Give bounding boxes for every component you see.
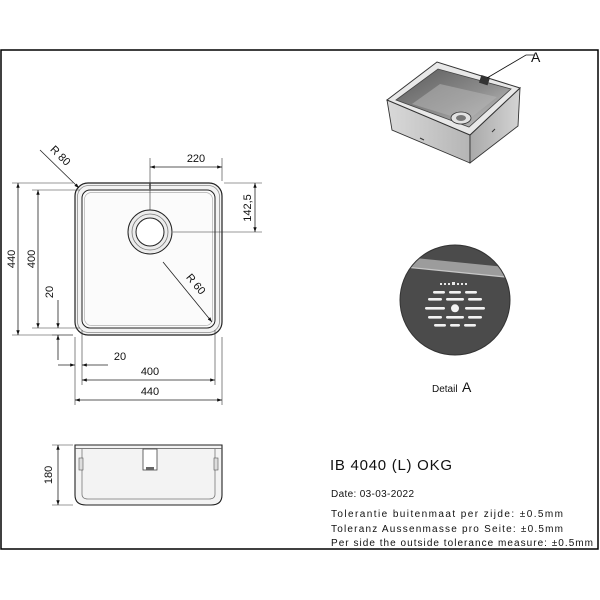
detail-view: Detail A [399,244,511,395]
inner-bowl-outline [81,189,216,329]
rim-edge-line [77,185,220,333]
top-view: 220 142,5 R 80 R 60 440 400 20 [6,144,262,405]
drain-offset-y-label: 142,5 [242,194,254,222]
outer-radius-label: R 80 [47,144,72,169]
detail-rim-band [400,256,510,278]
drawing-frame [0,49,599,550]
inner-length-label: 400 [26,250,38,268]
drain-offset-x-label: 220 [187,153,205,165]
bowl-wall-line [84,192,213,326]
detail-marker-letter: A [531,49,541,65]
detail-caption-label: Detail [432,384,458,395]
rim-width-bottom-label: 20 [114,351,126,363]
side-clip-left [78,457,84,471]
title-block: IB 4040 (L) OKG Date: 03-03-2022 Toleran… [330,457,593,549]
tolerance-note-de: Toleranz Aussenmasse pro Seite: ±0.5mm [331,524,563,535]
side-drain-body [142,448,158,471]
outer-length-label: 440 [6,250,18,268]
drawing-date: Date: 03-03-2022 [331,489,414,500]
side-inner-wall [81,449,216,500]
tolerance-note-nl: Tolerantie buitenmaat per zijde: ±0.5mm [331,509,563,520]
tolerance-note-en: Per side the outside tolerance measure: … [331,538,593,549]
rim-width-left-label: 20 [44,286,56,298]
side-view: 180 [43,444,223,506]
leader-outer-radius [39,149,80,189]
drain-hole [135,217,165,247]
side-clip-right [213,457,219,471]
side-body-outline [74,444,223,506]
detail-rim-highlight [400,265,510,279]
isometric-view: A [386,49,541,164]
product-title: IB 4040 (L) OKG [330,457,452,474]
inner-width-label: 400 [141,366,159,378]
drain-mid-ring [131,213,169,251]
detail-marker-leader [486,54,534,79]
detail-caption-letter: A [462,379,472,395]
detail-logo [440,282,467,285]
iso-mark-right [491,128,496,133]
outer-width-label: 440 [141,386,159,398]
depth-label: 180 [43,466,55,484]
iso-drain-hole [456,115,466,121]
detail-grille [425,291,485,327]
detail-circle-outline [399,244,511,356]
leader-inner-radius [162,261,213,323]
iso-mark-left [419,137,425,141]
iso-bowl-floor [412,84,497,121]
side-drain-outlet [146,467,154,470]
